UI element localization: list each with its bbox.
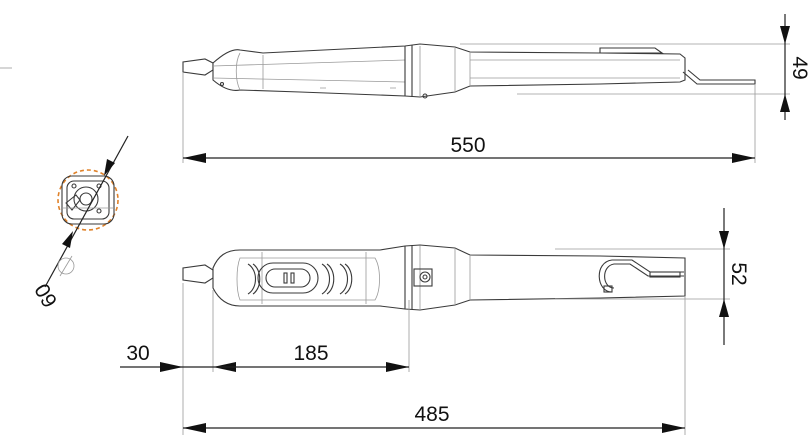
dimension-52: 52 [555,208,750,345]
dimension-550: 550 [182,72,756,163]
end-view [57,169,119,231]
dim-label-52: 52 [727,262,750,285]
dim-label-60: 60 [31,279,63,311]
dimension-49: 49 [460,14,809,120]
bottom-top-view [182,244,686,311]
dimension-485: 485 [183,296,686,435]
dimension-185: 185 [213,300,410,372]
dim-label-485: 485 [414,403,449,426]
dimension-30: 30 [120,283,236,435]
top-side-view [182,43,756,99]
dimension-diameter-60: 60 [31,135,129,311]
dim-label-185: 185 [293,342,328,365]
dim-label-30: 30 [126,342,149,365]
dim-label-49: 49 [788,56,809,79]
dim-label-550: 550 [450,134,485,157]
